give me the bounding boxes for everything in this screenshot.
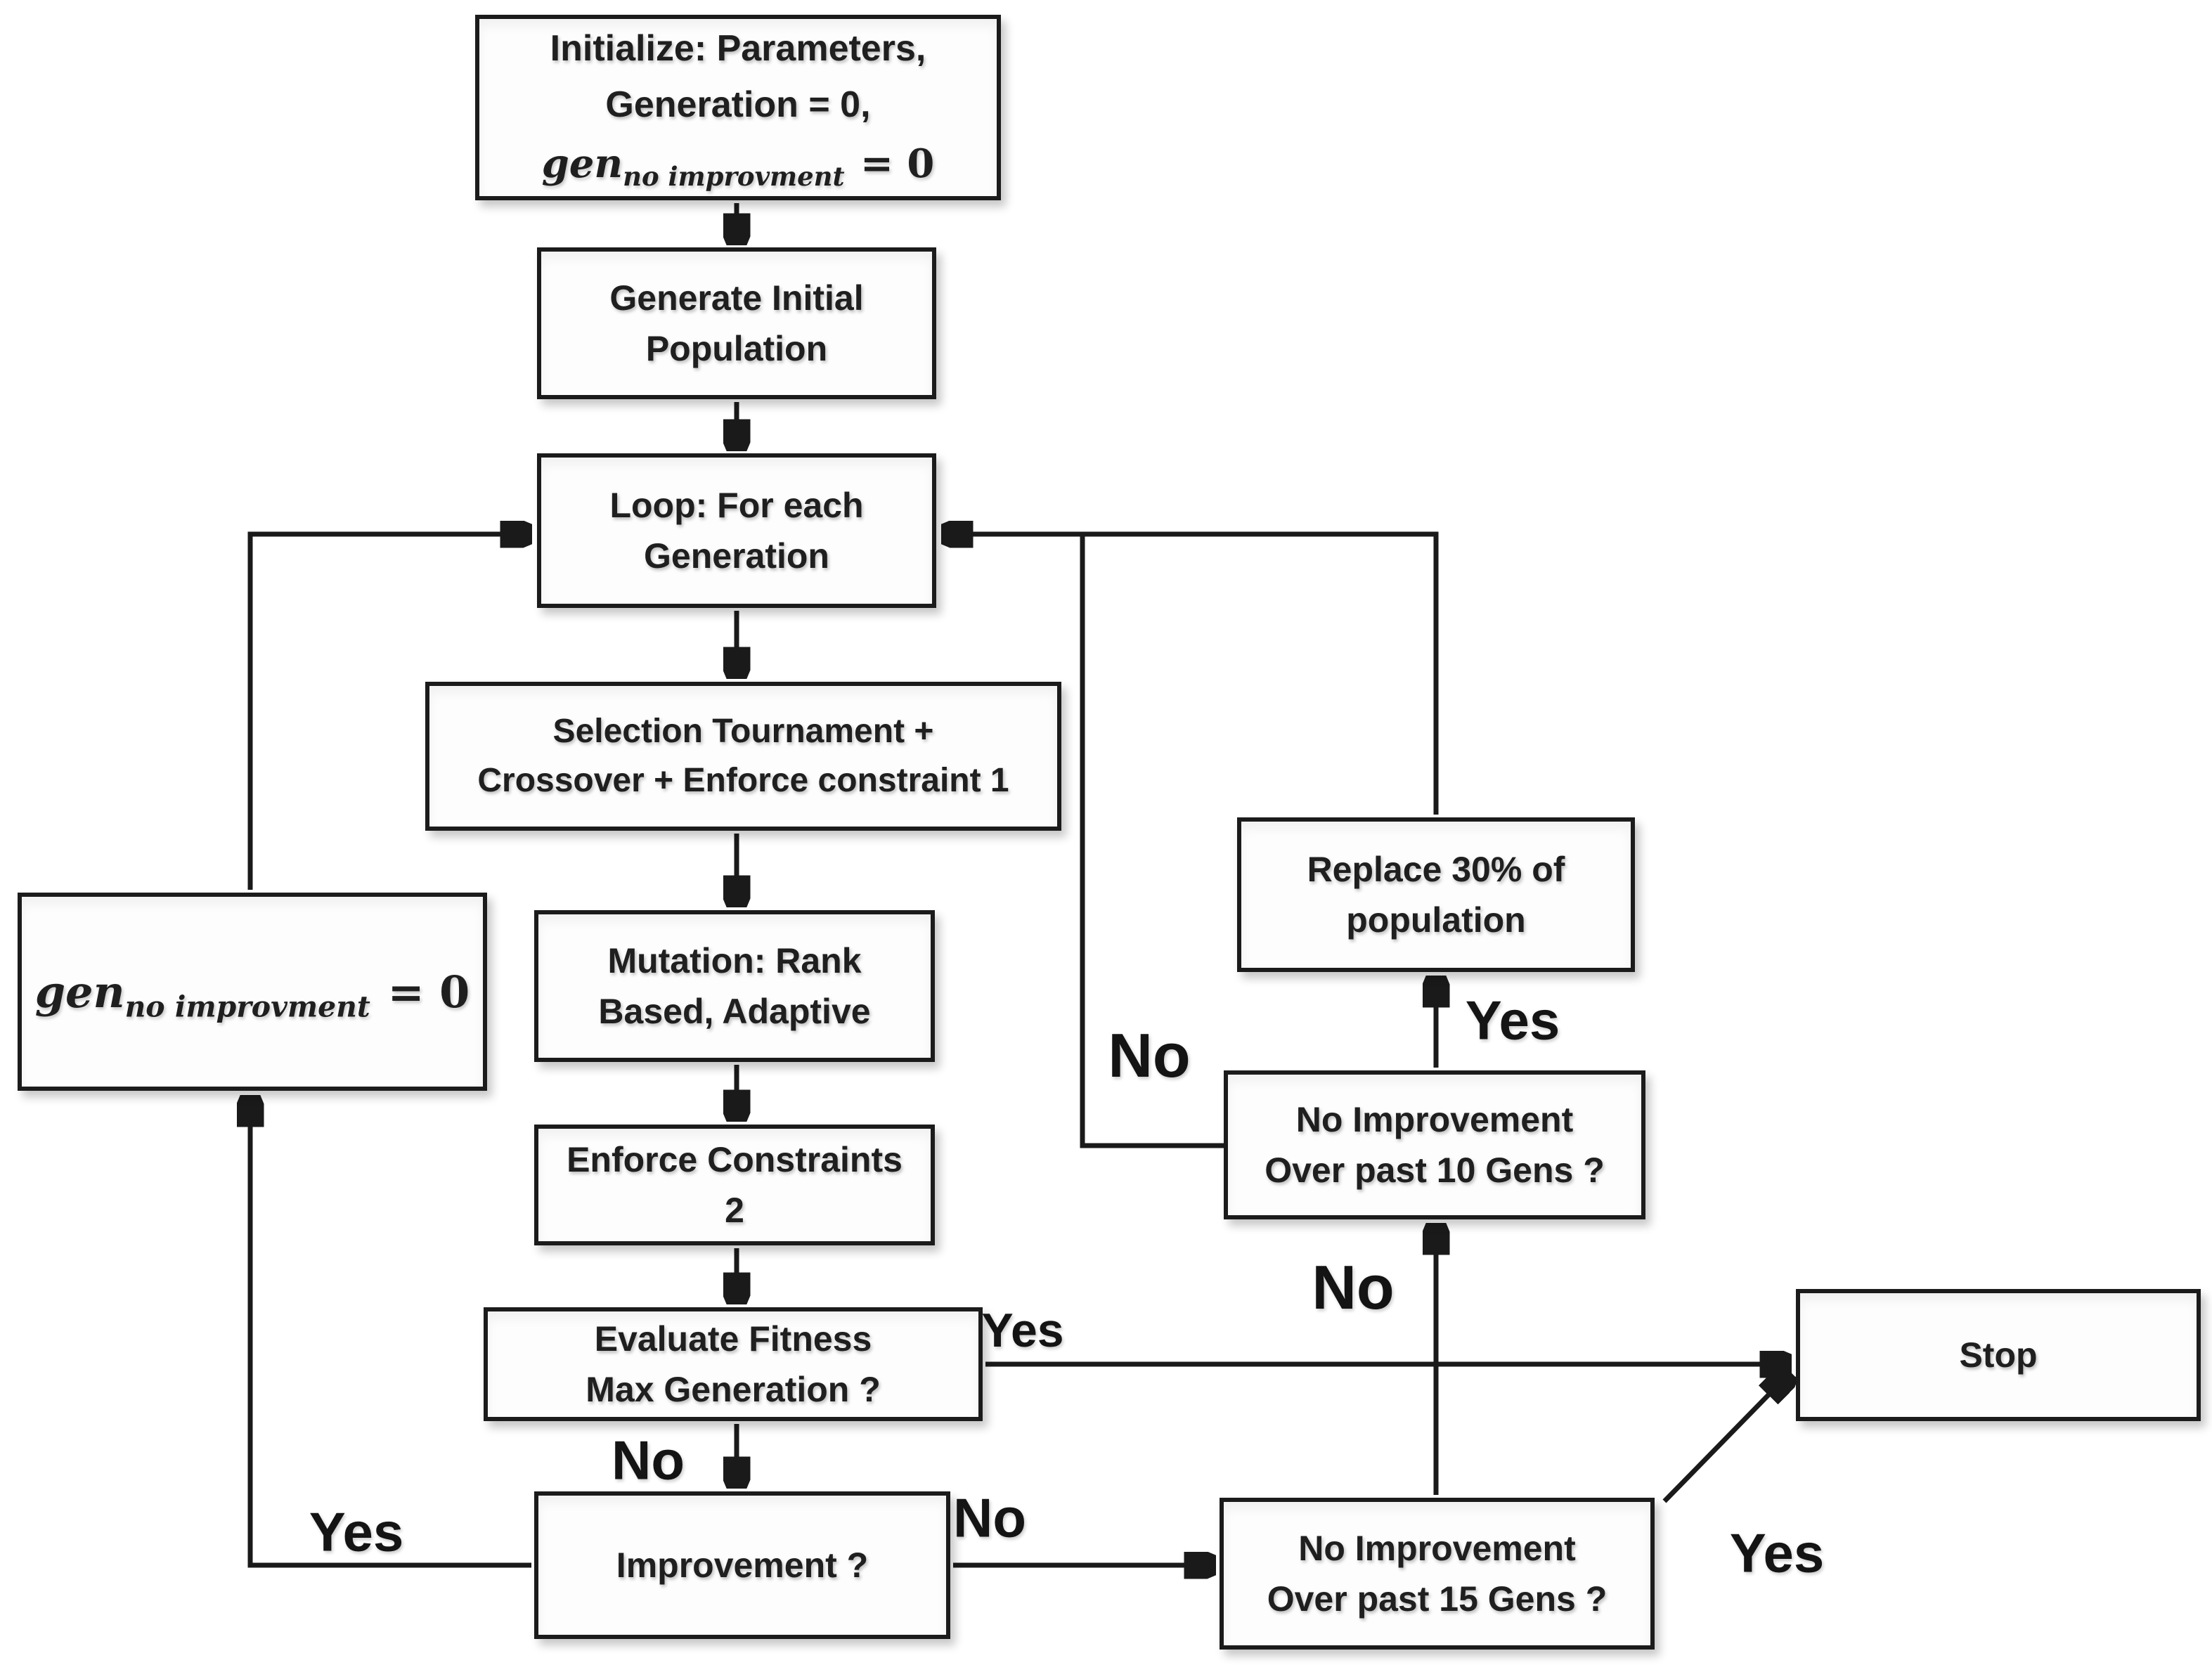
flowchart-box-generate-population: Generate Initial Population (537, 247, 936, 399)
formula-rhs: = 0 (387, 966, 470, 1018)
flowchart-box-no-improvement-15-gens: No Improvement Over past 15 Gens ? (1220, 1498, 1655, 1650)
formula-subscript: no improvment (623, 160, 845, 192)
flowchart-box-gen-reset: genno improvment = 0 (18, 893, 487, 1091)
selection-crossover-label: Selection Tournament + Crossover + Enfor… (477, 713, 1009, 799)
edge-label-gens10-no: No (1108, 1021, 1191, 1090)
flowchart-box-loop: Loop: For each Generation (537, 453, 936, 608)
flowchart-box-enforce-constraints-2: Enforce Constraints 2 (534, 1125, 935, 1245)
edge-label-evaluate-no: No (612, 1429, 685, 1491)
edge-label-gens15-yes: Yes (1729, 1522, 1825, 1584)
initialize-content: Initialize: Parameters, Generation = 0, … (542, 20, 935, 195)
flowchart-box-no-improvement-10-gens: No Improvement Over past 10 Gens ? (1224, 1070, 1645, 1219)
edge-label-gens15-no: No (1312, 1252, 1395, 1322)
edge-label-evaluate-yes: Yes (981, 1304, 1064, 1357)
formula-base: gen (34, 966, 125, 1018)
stop-label: Stop (1959, 1335, 2038, 1375)
replace-population-label: Replace 30% of population (1307, 849, 1565, 940)
arrow-genreset-to-loop (247, 534, 529, 890)
initialize-line-1: Initialize: Parameters, (550, 27, 926, 69)
flowchart-box-initialize: Initialize: Parameters, Generation = 0, … (475, 15, 1001, 200)
arrow-gens15-yes-to-stop (1662, 1374, 1789, 1503)
mutation-label: Mutation: Rank Based, Adaptive (598, 940, 871, 1032)
edge-label-improvement-no: No (953, 1486, 1026, 1549)
flowchart-box-mutation: Mutation: Rank Based, Adaptive (534, 910, 935, 1062)
gen-reset-formula: genno improvment = 0 (34, 966, 470, 1021)
no-improvement-10-gens-label: No Improvement Over past 10 Gens ? (1265, 1099, 1605, 1191)
arrow-improvement-yes-to-genreset (250, 1098, 531, 1568)
evaluate-fitness-label: Evaluate Fitness Max Generation ? (586, 1319, 881, 1410)
generate-population-label: Generate Initial Population (609, 278, 864, 369)
gen-no-improvement-formula: genno improvment = 0 (542, 134, 935, 195)
loop-label: Loop: For each Generation (609, 485, 864, 576)
improvement-label: Improvement ? (616, 1545, 869, 1585)
enforce-constraints-2-label: Enforce Constraints 2 (567, 1139, 903, 1231)
flowchart-box-stop: Stop (1796, 1289, 2201, 1421)
edge-label-improvement-yes: Yes (309, 1501, 404, 1563)
line-gens10-no-feedback (1080, 532, 1224, 1148)
flowchart-box-evaluate-fitness: Evaluate Fitness Max Generation ? (484, 1307, 983, 1421)
formula-base: gen (541, 140, 623, 187)
edge-label-gens10-yes: Yes (1465, 989, 1560, 1051)
formula-subscript: no improvment (124, 989, 370, 1023)
arrow-replace-to-loop (944, 534, 1439, 815)
no-improvement-15-gens-label: No Improvement Over past 15 Gens ? (1267, 1528, 1608, 1619)
flowchart-box-selection-crossover: Selection Tournament + Crossover + Enfor… (425, 682, 1061, 831)
flowchart-box-improvement: Improvement ? (534, 1491, 950, 1639)
formula-rhs: = 0 (860, 140, 935, 187)
initialize-line-2: Generation = 0, (605, 84, 871, 126)
flowchart-box-replace-population: Replace 30% of population (1237, 817, 1635, 972)
